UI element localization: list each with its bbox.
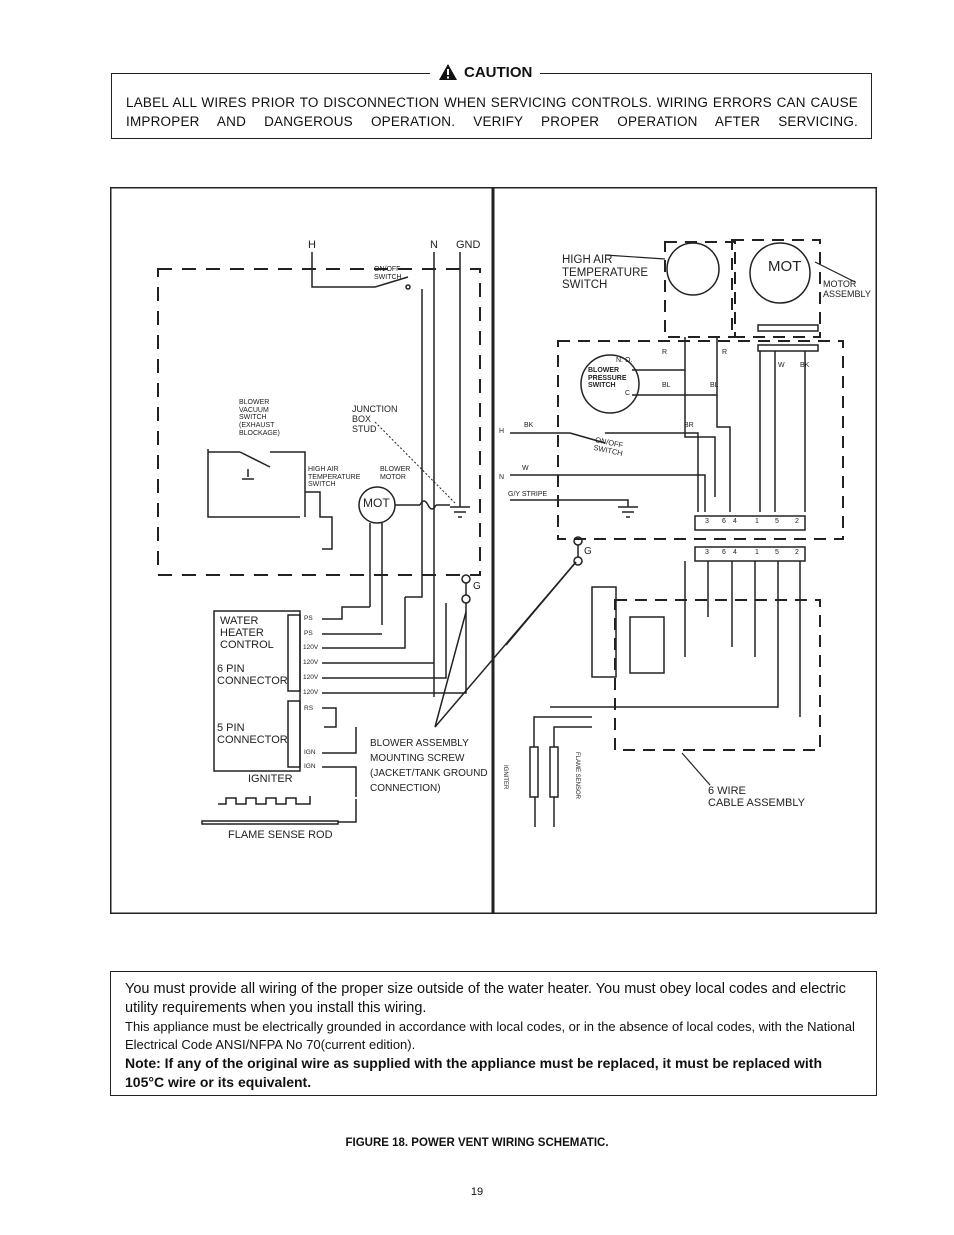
caution-title-text: CAUTION: [464, 63, 533, 81]
label-bl-2: BL: [710, 382, 719, 389]
figure-caption: FIGURE 18. POWER VENT WIRING SCHEMATIC.: [345, 1137, 609, 1149]
notes-line-3: Note: If any of the original wire as sup…: [125, 1055, 823, 1090]
terminal-1-bottom: 1: [755, 549, 759, 556]
label-flame-sense-rod: FLAME SENSE ROD: [228, 829, 333, 841]
terminal-6-top: 6: [722, 518, 726, 525]
label-gnd-left: GND: [456, 239, 481, 251]
label-mot-right: MOT: [768, 258, 802, 275]
pin-120v-3: 120V: [303, 674, 319, 681]
terminal-6-bottom: 6: [722, 549, 726, 556]
label-blower-motor: BLOWER MOTOR: [380, 466, 411, 481]
label-high-air-temp-switch-left: HIGH AIR TEMPERATURE SWITCH: [308, 466, 361, 489]
label-gy-stripe: G/Y STRIPE: [508, 491, 548, 498]
notes-box: You must provide all wiring of the prope…: [110, 971, 877, 1096]
label-h-right: H: [499, 428, 505, 435]
pin-ign-2: IGN: [304, 763, 316, 770]
terminal-5-top: 5: [775, 518, 779, 525]
label-igniter-right: IGNITER: [502, 765, 508, 790]
label-blower-pressure-switch: BLOWER PRESSURE SWITCH: [588, 367, 627, 390]
label-blower-vacuum-switch: BLOWER VACUUM SWITCH (EXHAUST BLOCKAGE): [239, 399, 280, 437]
terminal-3-bottom: 3: [705, 549, 709, 556]
label-c: C: [625, 390, 631, 397]
label-n-right: N: [499, 474, 505, 481]
label-igniter-left: IGNITER: [248, 773, 293, 785]
label-r-1: R: [662, 349, 668, 356]
label-high-air-temp-switch-right: HIGH AIR TEMPERATURE SWITCH: [562, 254, 649, 292]
pin-120v-1: 120V: [303, 644, 319, 651]
label-h-left: H: [308, 239, 316, 251]
wiring-diagram: H N GND ON/OFF SWITCH BLOWER VACUUM SWIT…: [110, 187, 877, 914]
terminal-3-top: 3: [705, 518, 709, 525]
label-g-left: G: [473, 581, 481, 592]
page-number: 19: [470, 1186, 484, 1198]
label-6-wire-cable-assembly: 6 WIRE CABLE ASSEMBLY: [708, 785, 806, 810]
label-bk-top: BK: [800, 362, 810, 369]
label-bl-1: BL: [662, 382, 671, 389]
pin-120v-4: 120V: [303, 689, 319, 696]
notes-line-2: This appliance must be electrically grou…: [125, 1019, 855, 1052]
label-bk-wire: BK: [524, 422, 534, 429]
terminal-4-bottom: 4: [733, 549, 737, 556]
label-mot-left: MOT: [363, 496, 390, 510]
terminal-1-top: 1: [755, 518, 759, 525]
label-water-heater-control: WATER HEATER CONTROL: [220, 615, 274, 652]
warning-icon: [439, 64, 457, 80]
label-g-right: G: [584, 546, 592, 557]
label-br-wire: BR: [684, 422, 694, 429]
pin-ps-2: PS: [304, 630, 313, 637]
label-mounting-screw: BLOWER ASSEMBLY MOUNTING SCREW (JACKET/T…: [370, 738, 488, 794]
label-n-left: N: [430, 239, 438, 251]
terminal-2-bottom: 2: [795, 549, 799, 556]
wiring-diagram-drawing: [110, 187, 877, 914]
pin-ps-1: PS: [304, 615, 313, 622]
label-motor-assembly: MOTOR ASSEMBLY: [823, 279, 871, 299]
pin-ign-1: IGN: [304, 749, 316, 756]
label-flame-sensor: FLAME SENSOR: [574, 752, 580, 800]
label-on-off-switch-left: ON/OFF SWITCH: [374, 266, 402, 281]
pin-120v-2: 120V: [303, 659, 319, 666]
label-no: N. O.: [616, 357, 633, 364]
terminal-4-top: 4: [733, 518, 737, 525]
label-w-wire: W: [522, 465, 529, 472]
terminal-5-bottom: 5: [775, 549, 779, 556]
terminal-2-top: 2: [795, 518, 799, 525]
label-5-pin-connector: 5 PIN CONNECTOR: [217, 722, 288, 747]
caution-title: CAUTION: [430, 63, 541, 81]
label-6-pin-connector: 6 PIN CONNECTOR: [217, 663, 288, 688]
caution-text: LABEL ALL WIRES PRIOR TO DISCONNECTION W…: [126, 95, 858, 129]
pin-rs: RS: [304, 705, 314, 712]
label-junction-box-stud: JUNCTION BOX STUD: [352, 404, 398, 434]
label-r-2: R: [722, 349, 728, 356]
label-w-top: W: [778, 362, 785, 369]
notes-line-1: You must provide all wiring of the prope…: [125, 981, 846, 1016]
